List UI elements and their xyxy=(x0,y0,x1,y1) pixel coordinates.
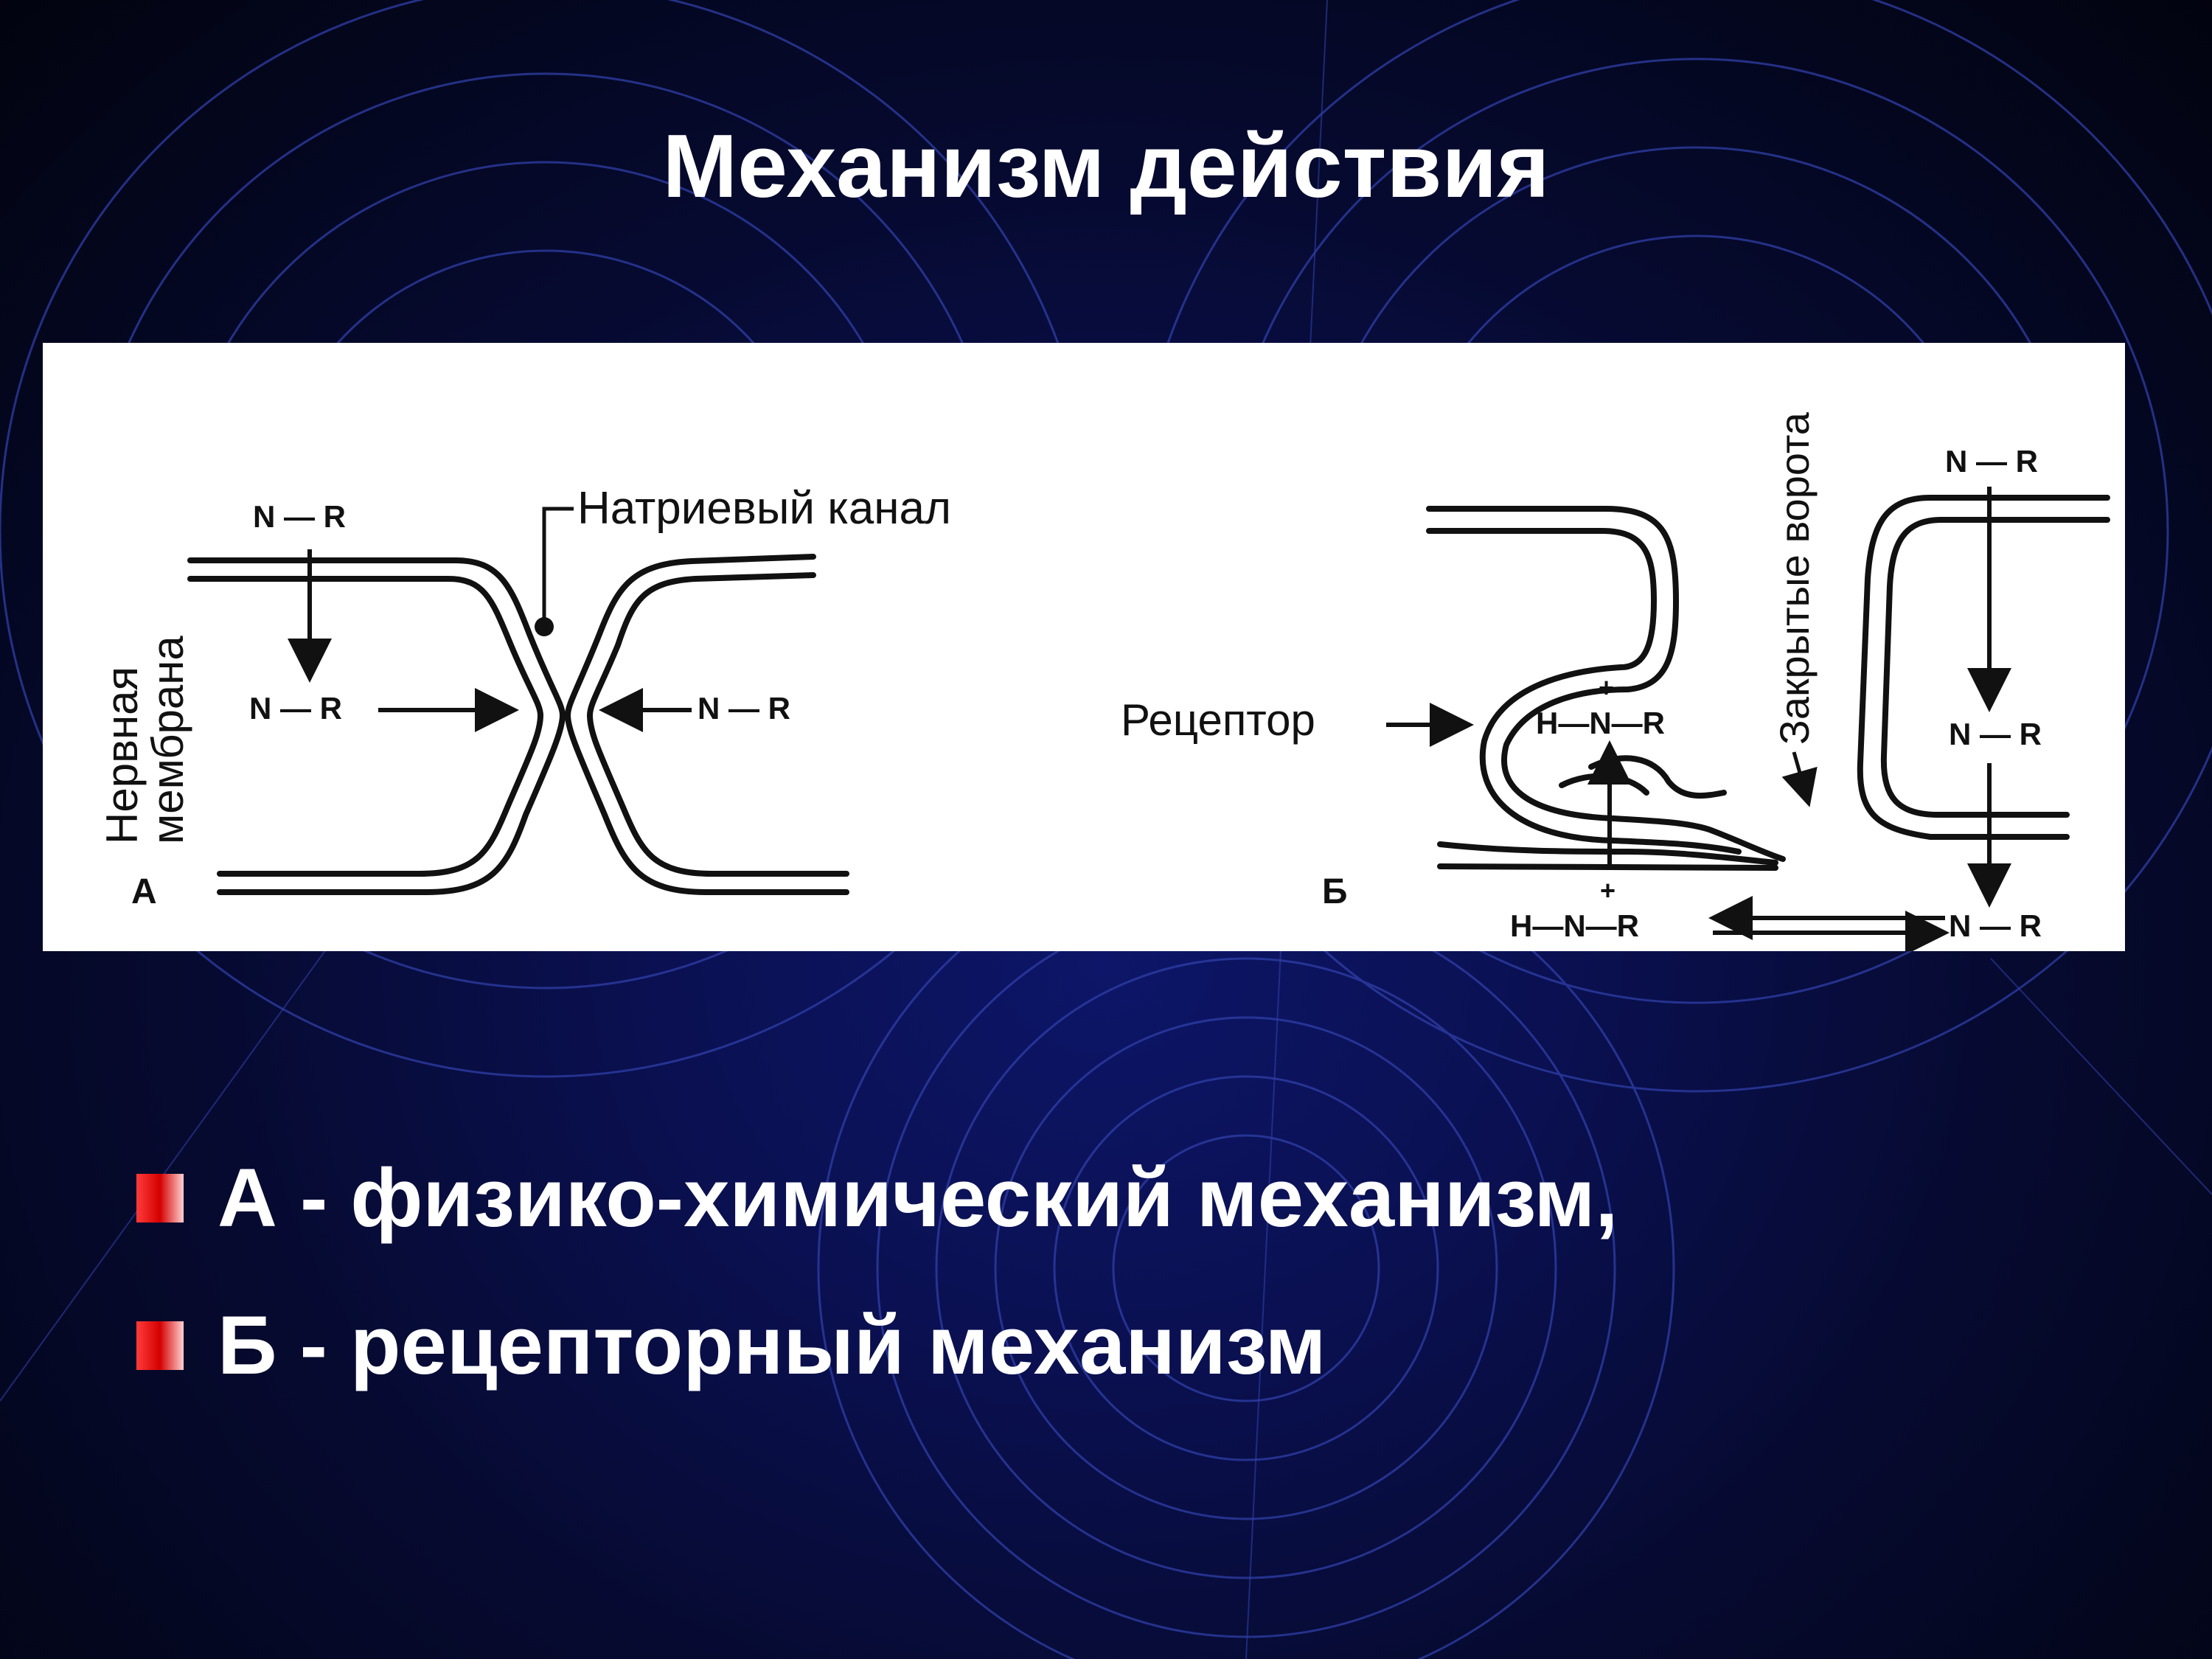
nr-b-bottom-label: N — R xyxy=(1949,908,2042,943)
gate-arrow xyxy=(1781,751,1818,807)
nr-right-label: N — R xyxy=(698,691,790,726)
bullet-text-a: А - физико-химический механизм, xyxy=(218,1152,1618,1244)
bullet-text-b: Б - рецепторный механизм xyxy=(218,1299,1326,1391)
hnr-inner-label: H—N—R xyxy=(1536,706,1665,740)
receptor-label: Рецептор xyxy=(1121,695,1315,745)
channel-gate-dot xyxy=(535,617,554,636)
receptor-membrane-shape xyxy=(1426,495,2110,871)
panel-a: Натриевый канал N — R N — R N — R Нервна… xyxy=(97,483,951,911)
panel-b: Рецептор Закрытые ворота + H—N—R + H—N—R… xyxy=(1121,411,2110,951)
panel-b-letter: Б xyxy=(1322,872,1348,911)
membrane-label-line1: Нервная xyxy=(97,667,147,844)
mechanism-diagram: Натриевый канал N — R N — R N — R Нервна… xyxy=(43,343,2125,951)
bullet-square-icon xyxy=(136,1321,184,1370)
hnr-bottom-label: H—N—R xyxy=(1510,908,1639,943)
plus-sign-inner: + xyxy=(1599,672,1614,703)
nr-top-label: N — R xyxy=(253,499,346,534)
nr-left-label: N — R xyxy=(249,691,342,726)
bullet-square-icon xyxy=(136,1174,184,1222)
bullet-item-b: Б - рецепторный механизм xyxy=(136,1301,2164,1449)
channel-label-leader xyxy=(542,507,574,623)
nerve-membrane-shape xyxy=(187,554,849,895)
slide-title: Механизм действия xyxy=(662,116,1550,216)
bullet-item-a: А - физико-химический механизм, xyxy=(136,1154,2164,1301)
nr-b-top-label: N — R xyxy=(1945,444,2038,479)
nr-b-mid-label: N — R xyxy=(1949,717,2042,751)
membrane-label-line2: мембрана xyxy=(143,636,192,844)
channel-label: Натриевый канал xyxy=(577,483,951,534)
panel-a-letter: А xyxy=(131,872,157,911)
bullet-list: А - физико-химический механизм, Б - реце… xyxy=(136,1154,2164,1449)
gate-label: Закрытые ворота xyxy=(1771,411,1818,745)
plus-sign-bottom: + xyxy=(1600,875,1615,905)
